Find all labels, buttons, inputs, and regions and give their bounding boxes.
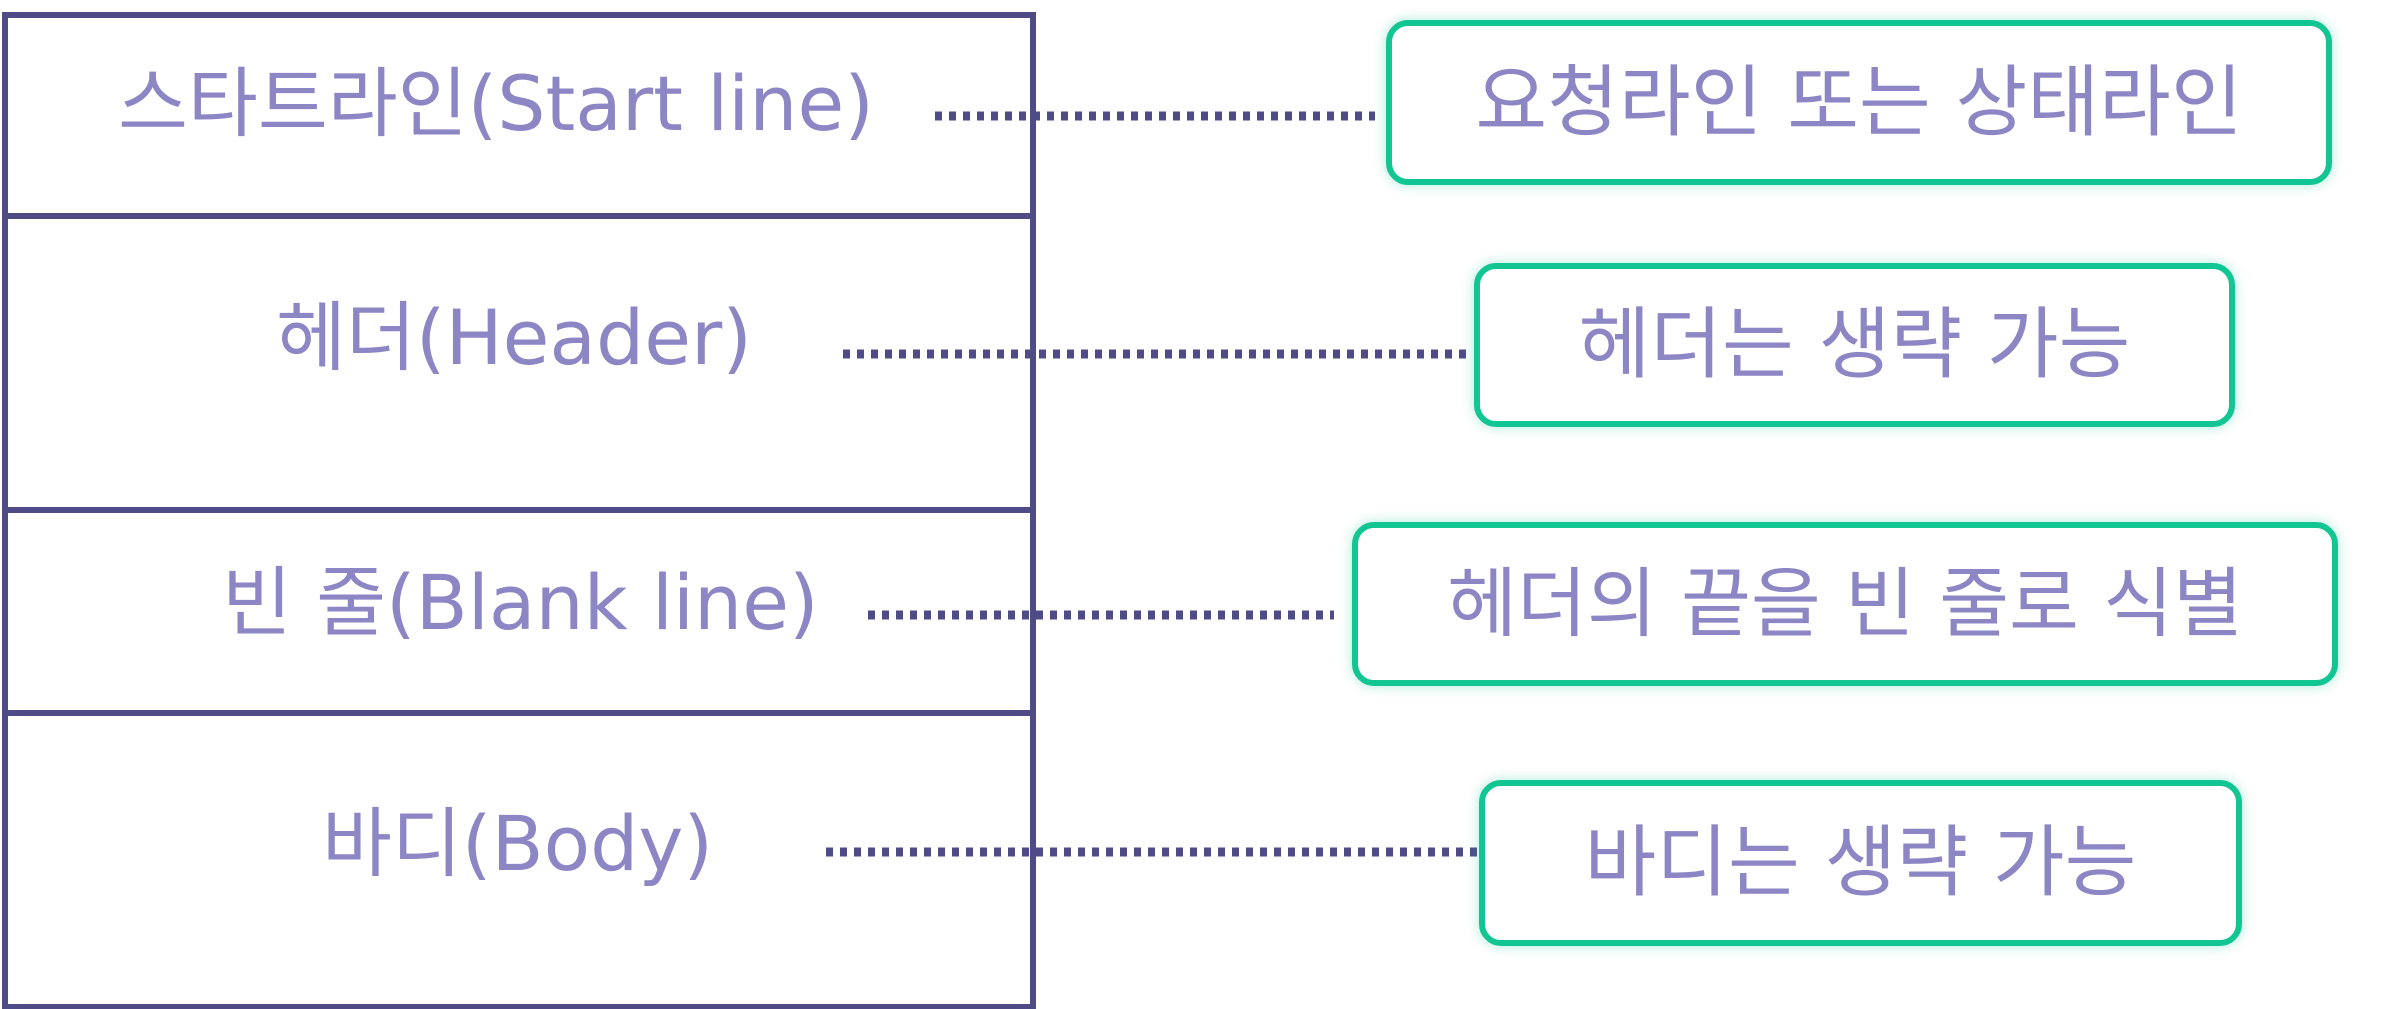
start-line-note: 요청라인 또는 상태라인 <box>1386 20 2332 185</box>
body-label: 바디(Body) <box>322 799 713 888</box>
start-line-label: 스타트라인(Start line) <box>118 59 874 148</box>
body-note: 바디는 생략 가능 <box>1479 780 2242 946</box>
blank-line-note: 헤더의 끝을 빈 줄로 식별 <box>1352 522 2338 686</box>
header-note: 헤더는 생략 가능 <box>1474 263 2235 427</box>
header-label: 헤더(Header) <box>276 293 752 382</box>
blank-line-label: 빈 줄(Blank line) <box>222 558 819 647</box>
